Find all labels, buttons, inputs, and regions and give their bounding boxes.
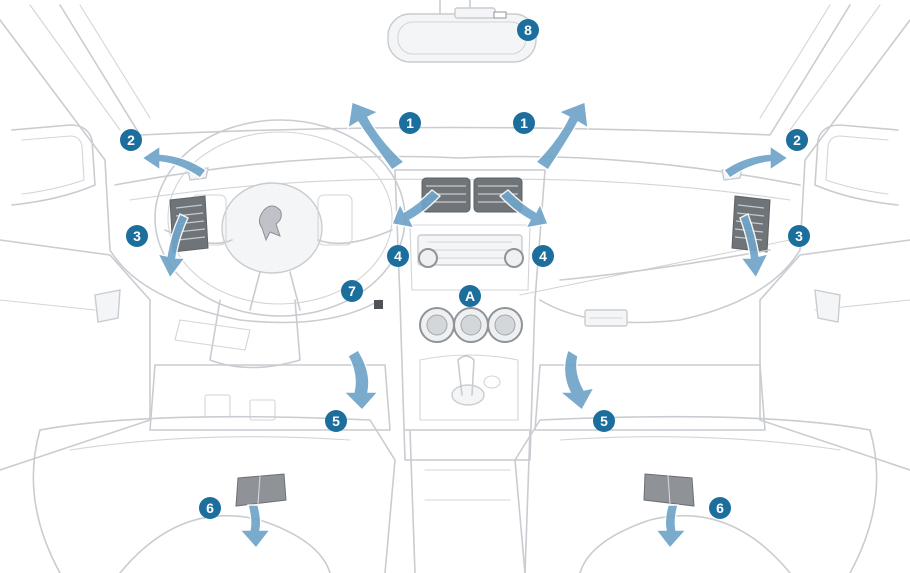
sunlight-sensor xyxy=(374,300,383,309)
svg-text:4: 4 xyxy=(539,248,547,264)
svg-text:1: 1 xyxy=(406,115,414,131)
svg-text:1: 1 xyxy=(520,115,528,131)
svg-text:8: 8 xyxy=(524,22,532,38)
gear-lever xyxy=(452,385,484,405)
callout-6-left: 6 xyxy=(199,497,221,519)
callout-3-left: 3 xyxy=(126,225,148,247)
callout-A: A xyxy=(459,285,481,307)
svg-text:5: 5 xyxy=(332,413,340,429)
svg-text:5: 5 xyxy=(600,413,608,429)
airflow-arrow-1-left xyxy=(348,102,404,170)
svg-text:A: A xyxy=(465,288,475,304)
airflow-arrow-6-right xyxy=(656,505,686,548)
svg-text:2: 2 xyxy=(127,132,135,148)
airflow-arrow-1-right xyxy=(536,102,588,170)
airflow-arrow-2-right xyxy=(724,146,788,178)
callout-badges: 1 1 2 2 3 3 4 4 5 5 6 6 7 8 A xyxy=(120,19,810,519)
left-door-handle xyxy=(95,290,120,322)
callout-4-left: 4 xyxy=(387,245,409,267)
callout-3-right: 3 xyxy=(788,225,810,247)
svg-text:6: 6 xyxy=(206,500,214,516)
callout-6-right: 6 xyxy=(709,497,731,519)
callout-5-right: 5 xyxy=(593,410,615,432)
airflow-arrow-5-left xyxy=(344,350,378,410)
right-door-handle xyxy=(815,290,840,322)
svg-text:4: 4 xyxy=(394,248,402,264)
svg-text:3: 3 xyxy=(133,228,141,244)
airflow-arrow-2-left xyxy=(142,146,206,178)
svg-text:7: 7 xyxy=(348,283,356,299)
rear-view-mirror xyxy=(388,0,536,62)
callout-7: 7 xyxy=(341,280,363,302)
callout-5-left: 5 xyxy=(325,410,347,432)
svg-text:2: 2 xyxy=(793,132,801,148)
callout-1-right: 1 xyxy=(513,112,535,134)
airflow-arrow-5-right xyxy=(560,350,594,410)
svg-text:3: 3 xyxy=(795,228,803,244)
callout-2-right: 2 xyxy=(786,129,808,151)
callout-4-right: 4 xyxy=(532,245,554,267)
callout-2-left: 2 xyxy=(120,129,142,151)
callout-8: 8 xyxy=(517,19,539,41)
svg-text:6: 6 xyxy=(716,500,724,516)
center-console xyxy=(395,170,545,573)
callout-1-left: 1 xyxy=(399,112,421,134)
airflow-arrow-6-left xyxy=(240,505,270,548)
rear-foot-vent-left xyxy=(236,474,286,506)
climate-control-knobs xyxy=(420,308,522,342)
